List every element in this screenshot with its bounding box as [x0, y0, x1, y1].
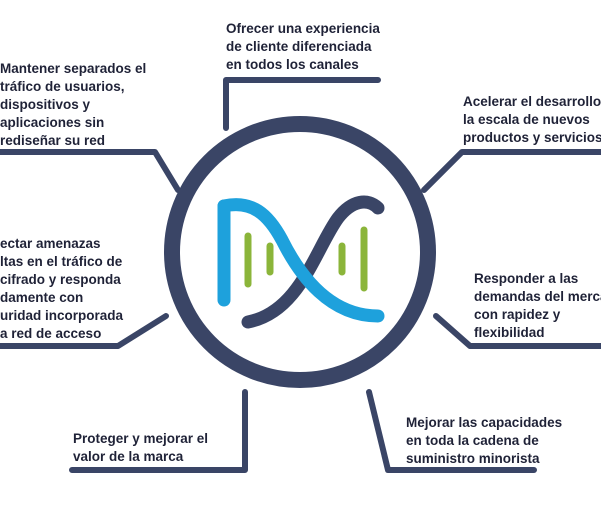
dna-strand-navy-icon — [241, 195, 385, 329]
dna-strand-blue-icon — [217, 198, 385, 323]
benefit-line: flexibilidad — [474, 325, 545, 340]
benefit-line: demandas del merca — [474, 289, 601, 304]
benefit-line: suministro minorista — [406, 451, 540, 466]
benefit-middle-right: Responder a las demandas del merca con r… — [474, 270, 601, 342]
benefit-line: de cliente diferenciada — [226, 39, 372, 54]
benefit-line: dispositivos y — [0, 97, 91, 112]
benefit-line: damente con — [0, 290, 84, 305]
benefit-line: Mejorar las capacidades — [406, 415, 563, 430]
benefit-line: cifrado y responda — [0, 272, 121, 287]
benefit-line: Acelerar el desarrollo — [463, 94, 601, 109]
dna-logo-icon — [217, 195, 385, 329]
benefit-upper-right: Acelerar el desarrollo la escala de nuev… — [463, 93, 601, 147]
benefit-line: Responder a las — [474, 271, 579, 286]
benefit-line: en todos los canales — [226, 57, 359, 72]
benefit-line: la escala de nuevos — [463, 112, 590, 127]
benefit-line: ectar amenazas — [0, 236, 101, 251]
benefit-line: rediseñar su red — [0, 133, 106, 148]
benefit-line: uridad incorporada — [0, 308, 124, 323]
benefit-top: Ofrecer una experiencia de cliente difer… — [226, 20, 380, 74]
benefit-bottom-right: Mejorar las capacidades en toda la caden… — [406, 414, 562, 468]
connector-middle-right — [433, 313, 601, 349]
benefit-upper-left: Mantener separados el tráfico de usuario… — [0, 60, 146, 150]
benefit-line: Mantener separados el — [0, 61, 147, 76]
hub-ring — [164, 116, 436, 388]
connector-middle-left — [0, 313, 169, 349]
benefit-line: ltas en el tráfico de — [0, 254, 123, 269]
benefit-line: tráfico de usuarios, — [0, 79, 125, 94]
benefit-line: a red de acceso — [0, 326, 102, 341]
connector-bottom-left — [69, 389, 248, 473]
benefit-line: con rapidez y — [474, 307, 561, 322]
benefit-line: valor de la marca — [73, 449, 184, 464]
connector-upper-right — [421, 149, 601, 193]
benefit-line: productos y servicios — [463, 130, 601, 145]
connector-bottom-right — [366, 389, 537, 473]
benefit-middle-left: ectar amenazas ltas en el tráfico de cif… — [0, 235, 123, 343]
connector-top — [223, 77, 381, 131]
benefit-line: Ofrecer una experiencia — [226, 21, 380, 36]
benefit-bottom-left: Proteger y mejorar el valor de la marca — [73, 430, 208, 466]
benefit-line: aplicaciones sin — [0, 115, 105, 130]
benefit-line: Proteger y mejorar el — [73, 431, 209, 446]
connector-upper-left — [0, 149, 181, 193]
connector-lines — [0, 77, 601, 473]
benefit-line: en toda la cadena de — [406, 433, 539, 448]
